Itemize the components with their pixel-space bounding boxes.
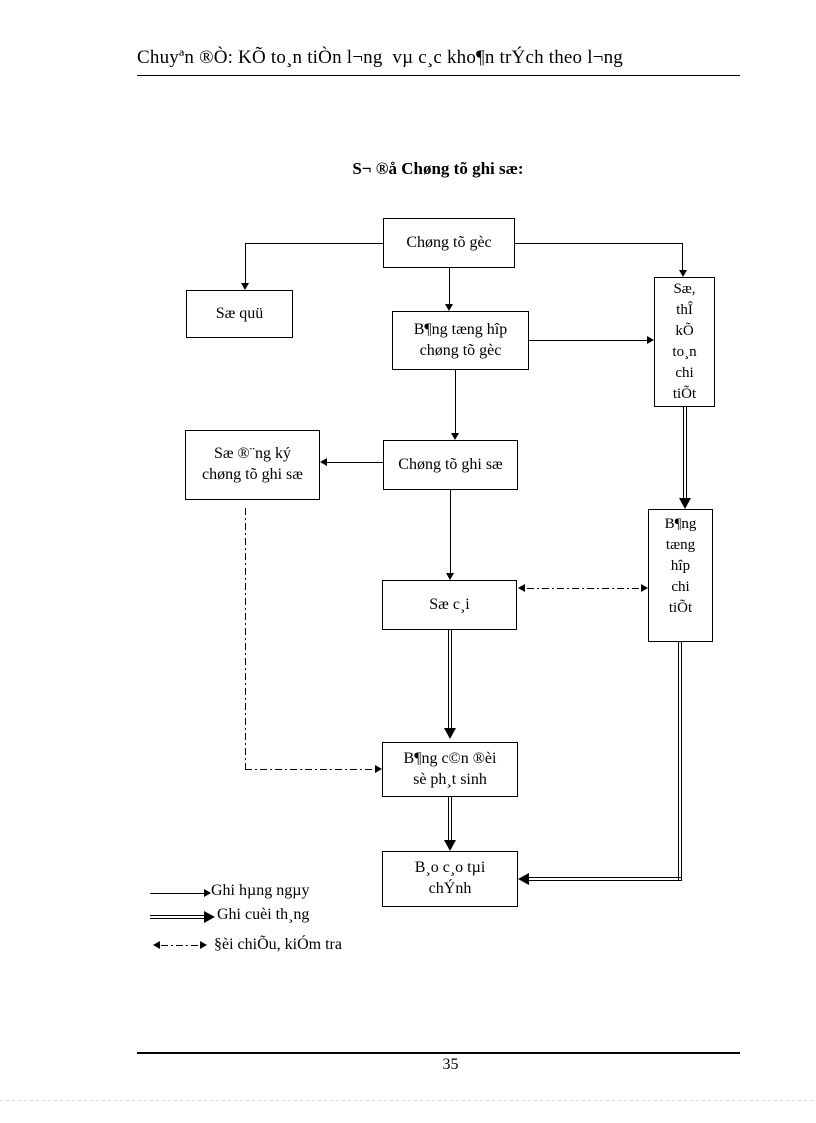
connector-goc-to-sothe-h xyxy=(515,243,682,244)
arrowhead-into-so-the-left xyxy=(647,336,654,344)
box-bang-tong-hop-chung-tu-goc: B¶ng tæng hîp chøng tõ gèc xyxy=(392,311,529,370)
arrowhead-into-bang-can-doi-left xyxy=(375,765,382,773)
diagram-title: S¬ ®å Chøng tõ ghi sæ: xyxy=(352,159,524,178)
box-chung-tu-goc: Chøng tõ gèc xyxy=(383,218,515,268)
connector-bth-to-ctgs-v xyxy=(455,370,456,433)
legend-label-daily: Ghi hµng ngµy xyxy=(211,882,310,899)
footer-rule xyxy=(137,1052,740,1054)
connector-sothe-to-bthct-double xyxy=(683,407,687,498)
legend-label-monthly: Ghi cuèi th¸ng xyxy=(217,906,310,923)
connector-bthct-down-double xyxy=(678,642,682,881)
box-so-dang-ky-chung-tu-ghi-so: Sæ ®¨ng ký chøng tõ ghi sæ xyxy=(185,430,320,500)
connector-goc-to-soquy-v xyxy=(245,243,246,283)
connector-socai-bthct-dashdot xyxy=(527,588,639,589)
arrowhead-into-chung-tu-ghi-so xyxy=(451,433,459,440)
legend-line-daily xyxy=(150,893,204,894)
box-bang-can-doi-so-phat-sinh: B¶ng c©n ®èi sè ph¸t sinh xyxy=(382,742,518,797)
box-so-the-ke-toan-chi-tiet: Sæ, thÎ kÕ to¸n chi tiÕt xyxy=(654,277,715,407)
box-so-cai: Sæ c¸i xyxy=(382,580,517,630)
arrowhead-into-so-quy xyxy=(241,283,249,290)
legend-line-check xyxy=(161,945,200,946)
arrowhead-into-so-dang-ky xyxy=(320,458,327,466)
connector-goc-to-sothe-v xyxy=(682,243,683,270)
box-so-quy: Sæ quü xyxy=(186,290,293,338)
arrowhead-into-bang-tong-hop xyxy=(445,304,453,311)
box-bang-tong-hop-chi-tiet: B¶ng tæng hîp chi tiÕt xyxy=(648,509,713,642)
box-bao-cao-tai-chinh: B¸o c¸o tµi chÝnh xyxy=(382,851,518,907)
connector-bcd-to-baocao-double xyxy=(448,797,452,840)
page-number: 35 xyxy=(442,1056,459,1073)
legend-arrow-monthly xyxy=(204,911,215,923)
arrowhead-dashdot-right xyxy=(641,584,648,592)
connector-bth-to-sothe-h xyxy=(529,340,647,341)
legend-arrow-check-right xyxy=(200,941,207,949)
legend-label-check: §èi chiÕu, kiÓm tra xyxy=(214,936,342,953)
legend-arrow-check-left xyxy=(153,941,160,949)
arrowhead-into-bang-can-doi xyxy=(444,728,456,739)
connector-socai-to-bcd-double xyxy=(448,630,452,728)
connector-goc-to-soquy-h xyxy=(245,243,383,244)
page-header: Chuyªn ®Ò: KÕ to¸n tiÒn l¬ng vµ c¸c kho¶… xyxy=(137,47,623,68)
connector-sodangky-down-dashdot xyxy=(245,508,246,769)
page-bottom-dotted-rule xyxy=(0,1100,816,1101)
header-rule xyxy=(137,75,740,76)
connector-sodangky-to-bcd-dashdot xyxy=(245,769,374,770)
connector-goc-to-bth-v xyxy=(449,268,450,304)
connector-ctgs-to-sodangky-h xyxy=(327,462,383,463)
arrowhead-into-bao-cao-right xyxy=(518,873,529,885)
connector-bthct-to-baocao-double-h xyxy=(529,877,682,881)
arrowhead-into-bang-th-chi-tiet xyxy=(679,498,691,509)
legend-line-monthly xyxy=(150,915,204,919)
arrowhead-dashdot-left xyxy=(518,584,525,592)
legend-arrow-daily xyxy=(204,889,211,897)
arrowhead-into-so-cai xyxy=(446,573,454,580)
connector-ctgs-to-socai-v xyxy=(450,490,451,573)
arrowhead-into-so-the xyxy=(679,270,687,277)
arrowhead-into-bao-cao xyxy=(444,840,456,851)
box-chung-tu-ghi-so: Chøng tõ ghi sæ xyxy=(383,440,518,490)
